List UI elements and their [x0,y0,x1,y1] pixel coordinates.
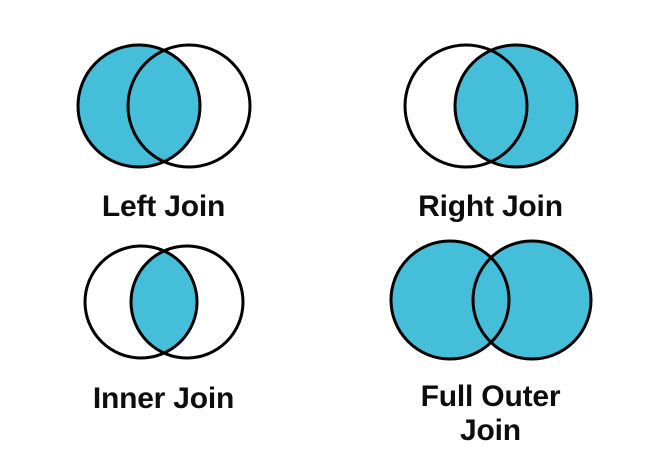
diagram-left-join: Left Join [0,38,327,224]
right-join-right-circle-outline [453,43,578,169]
right-join-label: Right Join [418,190,563,223]
right-join-intersection [454,45,527,167]
diagram-full-outer-join: Full Outer Join [327,236,654,447]
inner-join-intersection [130,246,197,358]
diagram-inner-join: Inner Join [0,240,327,416]
inner-join-venn-figure [83,244,244,360]
diagram-right-join: Right Join [327,38,654,224]
right-join-left-circle-outline [403,43,528,169]
full-outer-join-venn-figure [389,239,592,361]
inner-join-left-circle-outline [83,244,198,360]
full-outer-join-right-circle-outline [471,239,592,361]
left-join-venn-figure [76,43,251,169]
full-outer-join-label: Full Outer Join [420,380,561,447]
left-join-label: Left Join [101,190,226,223]
left-join-right-circle-outline [126,43,251,169]
inner-join-label: Inner Join [92,382,235,415]
left-join-left-circle-outline [76,43,201,169]
inner-join-right-circle-outline [129,244,244,360]
right-join-venn-figure [403,43,578,169]
left-join-intersection [127,45,200,167]
full-outer-join-left-circle-outline [389,239,510,361]
